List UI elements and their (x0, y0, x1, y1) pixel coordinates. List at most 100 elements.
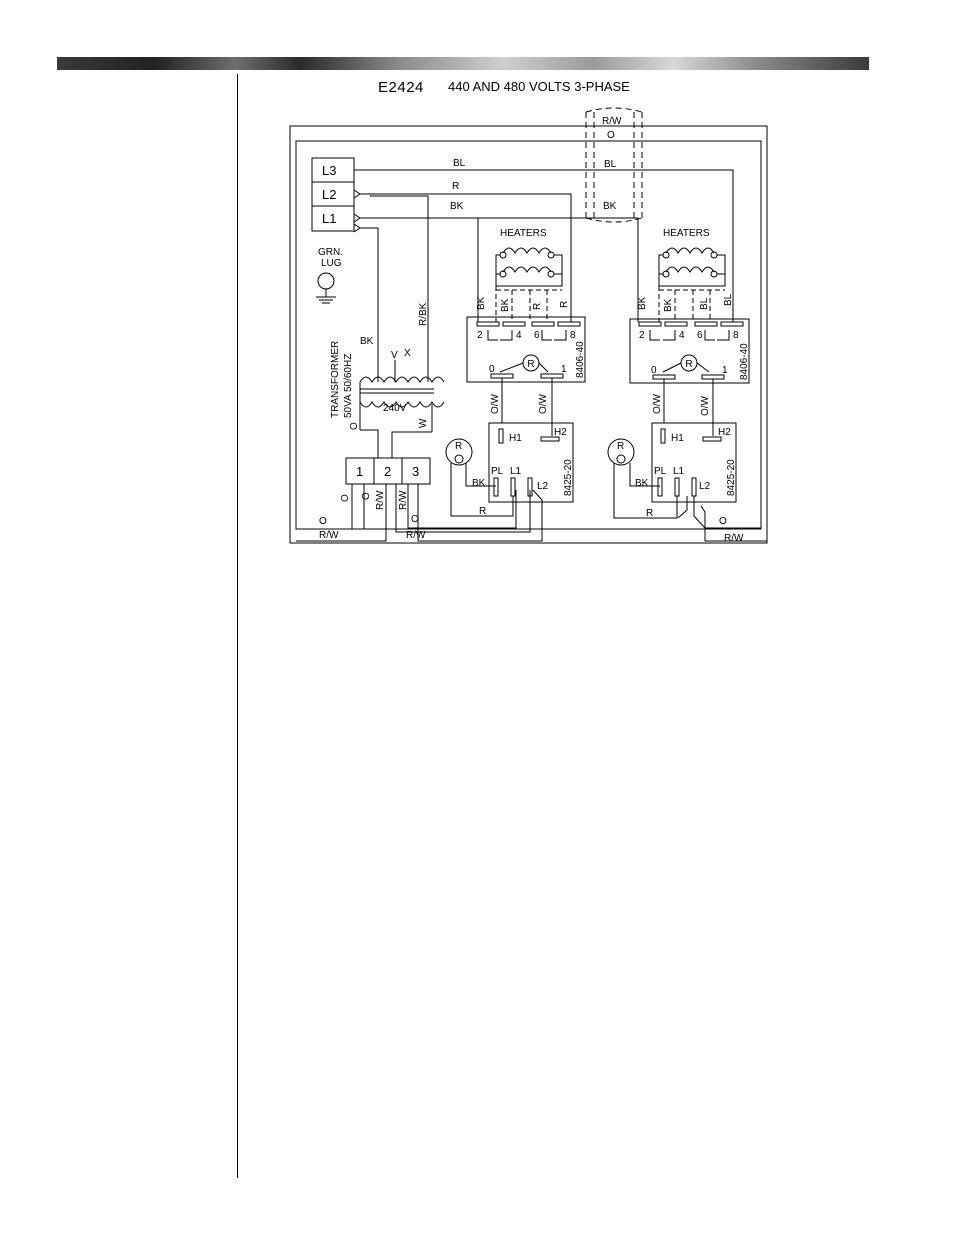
thermostat-b (613, 422, 767, 542)
wire-top-bl: BL (453, 158, 466, 169)
heater-a-bk2: BK (500, 298, 511, 312)
tb-terminal-2: 2 (384, 464, 391, 479)
wire-rw-term3: R/W (398, 490, 409, 510)
wire-top-r: R (452, 181, 459, 192)
terminal-l1: L1 (322, 211, 336, 226)
wire-bk-thermo-a: BK (472, 478, 486, 489)
outer-frame (289, 125, 768, 544)
relay-b-pin1: 1 (722, 365, 728, 376)
heater-a-bk: BK (476, 296, 487, 310)
bundle-o-label: O (607, 130, 615, 141)
wire-bk-left: BK (360, 336, 374, 347)
thermostat-a-part: 8425-20 (563, 459, 574, 496)
diagram-title-desc: 440 AND 480 VOLTS 3-PHASE (448, 79, 630, 94)
control-terminal-block (296, 429, 543, 542)
wire-o-ow-a1: O/W (490, 393, 501, 414)
wire-rw-right: R/W (724, 533, 744, 544)
wire-rw-mid: R/W (406, 530, 426, 541)
thermostat-a-h1: H1 (509, 433, 522, 444)
heater-b-leads (658, 286, 725, 322)
tb-terminal-3: 3 (412, 464, 419, 479)
thermostat-a-l1: L1 (510, 466, 522, 477)
wire-o-right: O (719, 516, 727, 527)
relay-b (629, 318, 750, 436)
thermostat-b-l1: L1 (673, 466, 685, 477)
wire-bk-thermo-b: BK (635, 478, 649, 489)
pilot-b-label: R (617, 441, 624, 452)
wire-o-ow-a2: O/W (538, 393, 549, 414)
wire-r-bk: R/BK (418, 302, 429, 326)
xfmr-rating: 50VA 50/60HZ (343, 354, 354, 418)
relay-b-pin4: 4 (679, 330, 685, 341)
heater-a-r2: R (559, 301, 570, 308)
wire-xfmr-w: W (418, 418, 429, 428)
thermostat-b-h1: H1 (671, 433, 684, 444)
bundle-bk-label: BK (603, 201, 617, 212)
relay-a-pin8: 8 (570, 330, 576, 341)
relay-b-coil: R (685, 359, 692, 370)
top-wires (353, 169, 734, 370)
relay-a-pin0: 0 (489, 364, 495, 375)
relay-a-pin4: 4 (516, 330, 522, 341)
wire-o-bottom-left: O (319, 516, 327, 527)
thermostat-b-h2: H2 (718, 427, 731, 438)
pilot-light-a-icon (445, 438, 473, 466)
heater-coil-icon (495, 247, 563, 287)
relay-a-pin2: 2 (477, 330, 483, 341)
relay-b-pin0: 0 (651, 365, 657, 376)
wire-o-mid: O (411, 514, 419, 525)
relay-a (466, 316, 586, 436)
thermostat-b-pl: PL (654, 466, 667, 477)
wire-o-ow-b1: O/W (652, 393, 663, 414)
transformer-icon (359, 360, 445, 432)
heater-b-bl2: BL (723, 293, 734, 306)
wire-rw-bottom-left: R/W (319, 530, 339, 541)
relay-b-pin8: 8 (733, 330, 739, 341)
relay-a-part: 8406-40 (575, 341, 586, 378)
ground-label-1: GRN. (318, 247, 343, 258)
thermostat-a-h2: H2 (554, 427, 567, 438)
relay-b-pin2: 2 (639, 330, 645, 341)
pilot-light-b-icon (607, 438, 635, 466)
thermostat-a-pl: PL (491, 466, 504, 477)
heaters-b-label: HEATERS (663, 228, 710, 239)
bundle-bl-label: BL (604, 159, 617, 170)
diagram-title-model: E2424 (378, 79, 424, 96)
thermostat-b-part: 8425-20 (726, 459, 737, 496)
thermostat-b-l2: L2 (699, 481, 711, 492)
wire-r-b: R (646, 508, 653, 519)
ground-label-2: LUG (321, 258, 342, 269)
heater-b-bl1: BL (699, 297, 710, 310)
thermostat-a-l2: L2 (537, 481, 549, 492)
heater-b-bk: BK (637, 296, 648, 310)
heaters-a-label: HEATERS (500, 228, 547, 239)
inner-frame (295, 140, 762, 530)
cable-bundle (585, 107, 643, 223)
wire-top-bk: BK (450, 201, 464, 212)
xfmr-tap-v: V (391, 350, 398, 361)
relay-a-pin1: 1 (561, 364, 567, 375)
tb-terminal-1: 1 (356, 464, 363, 479)
ground-lug-icon (316, 272, 336, 304)
wire-xfmr-o: O (349, 422, 360, 430)
xfmr-secondary: 240V (383, 403, 407, 414)
pilot-a-label: R (455, 441, 462, 452)
heater-a-r1: R (532, 303, 543, 310)
margin-rule (237, 74, 238, 1178)
wire-o-term1b: O (361, 492, 372, 500)
relay-a-pin6: 6 (534, 330, 540, 341)
xfmr-name: TRANSFORMER (330, 341, 341, 418)
relay-a-coil: R (527, 359, 534, 370)
heater-coil-icon (658, 247, 726, 287)
thermostat-a (450, 422, 574, 530)
bundle-rw-label: R/W (602, 116, 622, 127)
heater-b-bk2: BK (663, 298, 674, 312)
relay-b-pin6: 6 (697, 330, 703, 341)
terminal-l3: L3 (322, 163, 336, 178)
header-bar (57, 57, 869, 70)
wire-r-a: R (479, 506, 486, 517)
xfmr-tap-x: X (404, 348, 411, 359)
terminal-l2: L2 (322, 187, 336, 202)
wire-rw-term2: R/W (375, 490, 386, 510)
